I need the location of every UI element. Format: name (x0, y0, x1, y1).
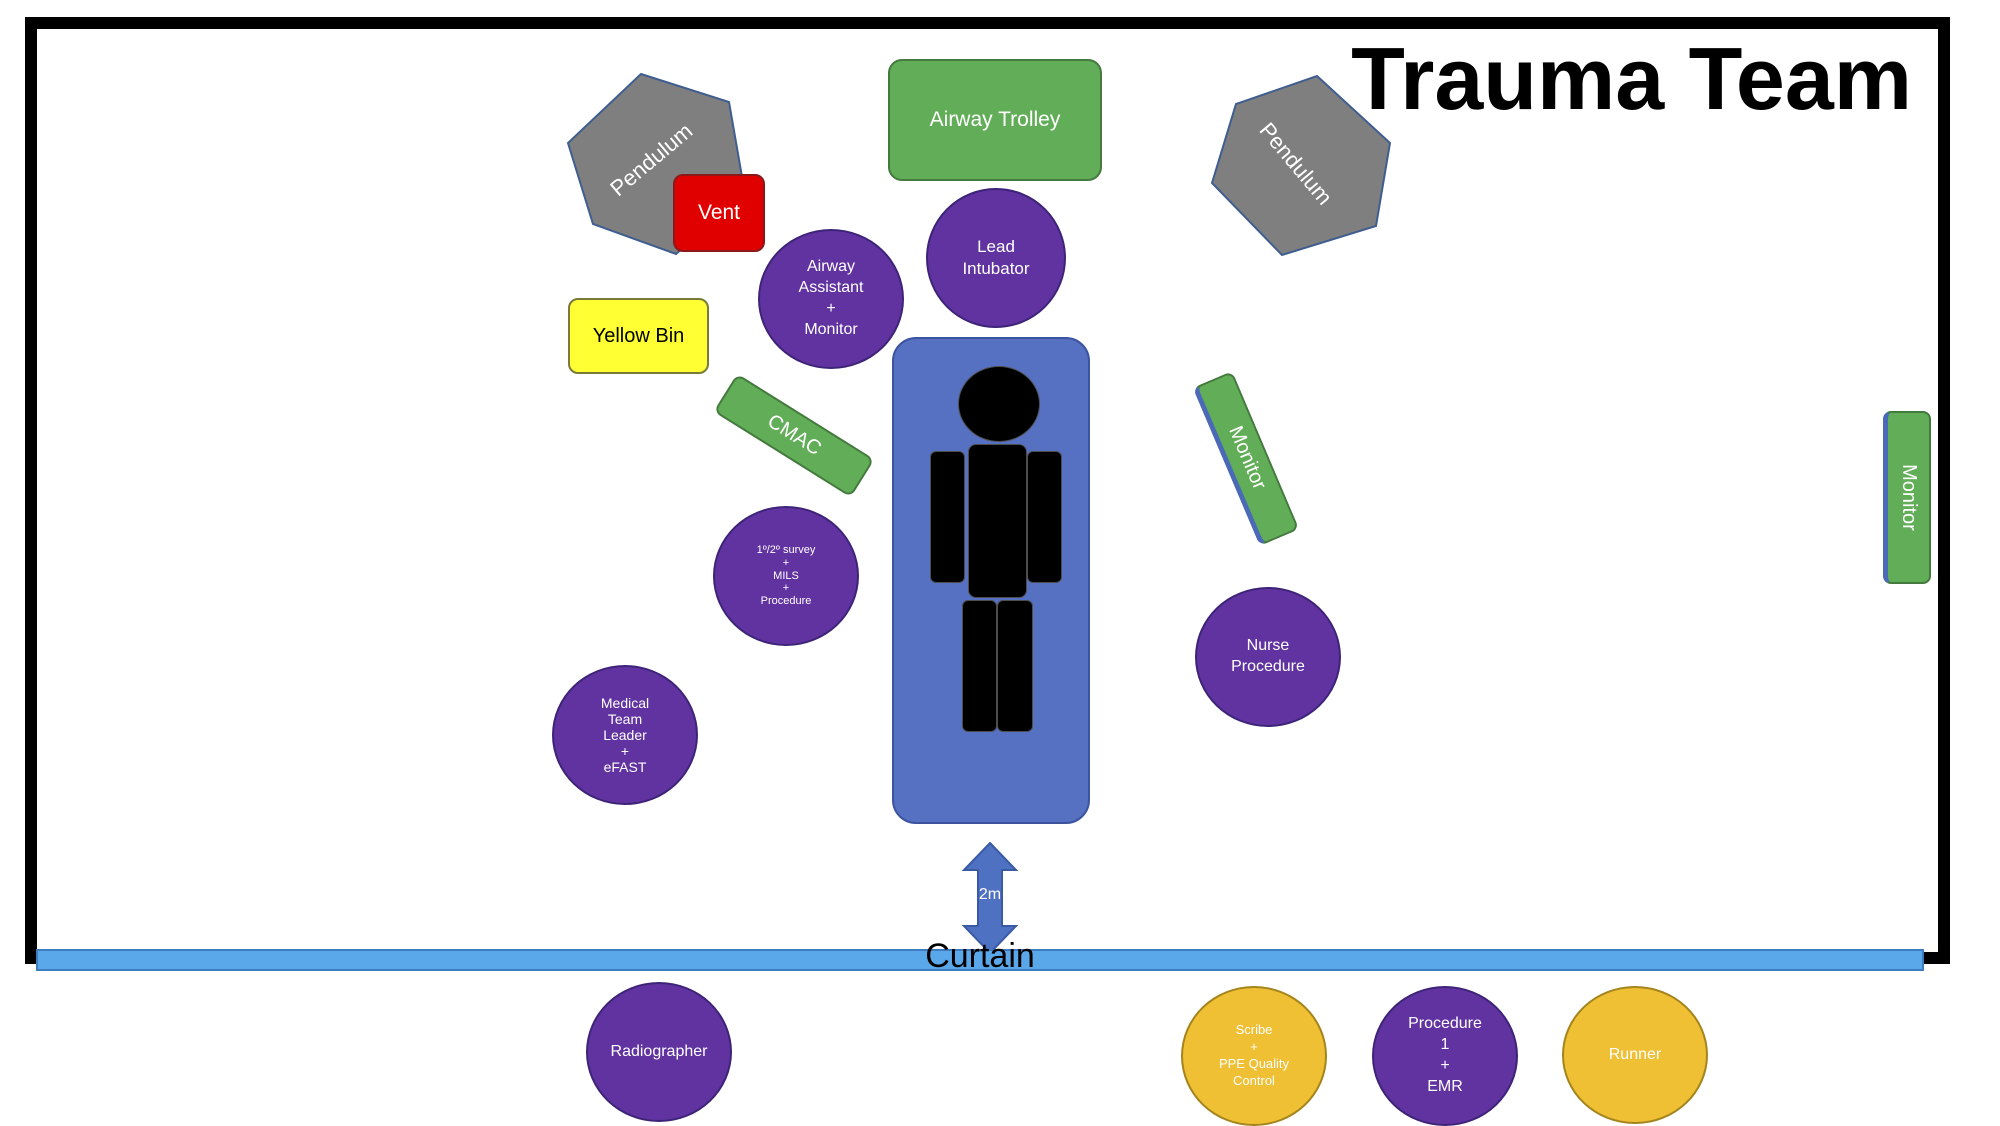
patient-left-arm (930, 451, 965, 583)
role-scribe: Scribe + PPE Quality Control (1181, 986, 1327, 1126)
patient-left-leg (962, 600, 997, 732)
yellow-bin: Yellow Bin (568, 298, 709, 374)
pendulum-right-shape (1210, 74, 1392, 257)
role-radiographer: Radiographer (586, 982, 732, 1122)
curtain-label: Curtain (925, 937, 1035, 975)
vent: Vent (673, 174, 765, 252)
role-procedure-1-emr: Procedure 1 + EMR (1372, 986, 1518, 1126)
patient-torso (968, 444, 1027, 598)
curtain (36, 949, 1924, 971)
patient-head (958, 366, 1040, 442)
role-airway-assistant: Airway Assistant + Monitor (758, 229, 904, 369)
patient-right-arm (1027, 451, 1062, 583)
role-survey-mils-procedure: 1º/2º survey + MILS + Procedure (713, 506, 859, 646)
role-nurse-procedure: Nurse Procedure (1195, 587, 1341, 727)
role-medical-team-leader: Medical Team Leader + eFAST (552, 665, 698, 805)
monitor-wall-label: Monitor (1898, 464, 1921, 531)
role-lead-intubator: Lead Intubator (926, 188, 1066, 328)
airway-trolley: Airway Trolley (888, 59, 1102, 181)
monitor-wall: Monitor (1883, 411, 1931, 584)
patient-right-leg (997, 600, 1033, 732)
diagram-title: Trauma Team (1351, 29, 1912, 128)
pendulum-right: Pendulum (1210, 74, 1394, 258)
distance-label: 2m (978, 886, 1002, 903)
role-runner: Runner (1562, 986, 1708, 1124)
